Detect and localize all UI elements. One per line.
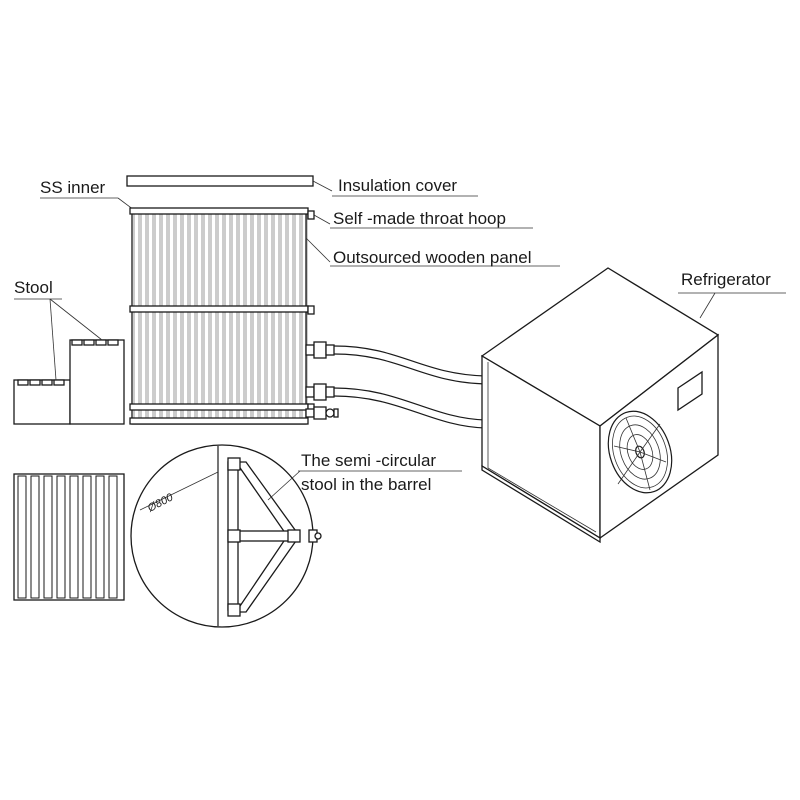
- throat-hoop-label: Self -made throat hoop: [333, 209, 506, 228]
- stools: [13, 339, 125, 425]
- insulation-cover: [126, 175, 478, 197]
- board-slat: [30, 475, 40, 599]
- board-slat: [82, 475, 92, 599]
- fan-icon: [607, 410, 673, 494]
- stool-slat-tops: [17, 339, 119, 386]
- hoses: [333, 345, 486, 429]
- board-slat: [56, 475, 66, 599]
- board-slat: [17, 475, 27, 599]
- barrel-top-view: [130, 444, 322, 628]
- hoop-bolt: [307, 210, 315, 220]
- semi-circular-stool: [227, 457, 301, 617]
- hoop-bolt: [307, 305, 315, 315]
- board-slat: [108, 475, 118, 599]
- refrigerator-label: Refrigerator: [681, 270, 771, 289]
- ss-inner-label: SS inner: [40, 178, 106, 197]
- barrel: [129, 207, 315, 425]
- board-slat: [95, 475, 105, 599]
- ss-inner-leader: [40, 197, 135, 211]
- board-slat: [69, 475, 79, 599]
- semi-stool-label-line1: The semi -circular: [301, 451, 436, 470]
- board-slat: [43, 475, 53, 599]
- stool-label: Stool: [14, 278, 53, 297]
- insulation-cover-label: Insulation cover: [338, 176, 457, 195]
- semi-stool-label-line2: stool in the barrel: [301, 475, 431, 494]
- refrigerator: [480, 267, 720, 544]
- wooden-panel-label: Outsourced wooden panel: [333, 248, 531, 267]
- slatted-board: [13, 473, 125, 601]
- pipe-fittings: [305, 341, 339, 420]
- control-panel: [677, 370, 703, 412]
